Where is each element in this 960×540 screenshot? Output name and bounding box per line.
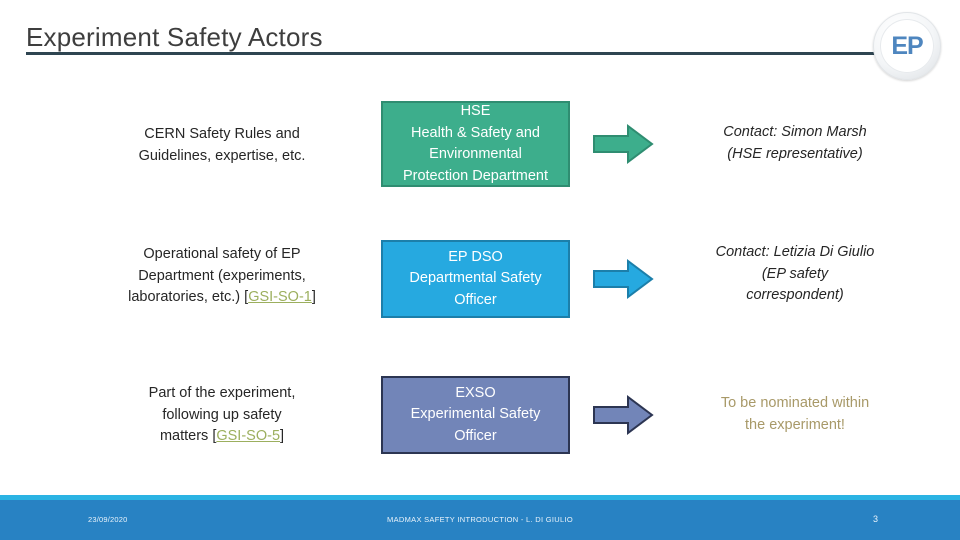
ep-logo: EP	[873, 12, 941, 80]
footer-page-number: 3	[872, 514, 878, 524]
desc-line-3-prefix: matters [	[159, 428, 217, 444]
row-description-ep-dso: Operational safety of EP Department (exp…	[86, 244, 358, 309]
contact-line-2: (EP safety	[761, 265, 829, 282]
contact-line-2: the experiment!	[745, 416, 845, 433]
desc-line-3-suffix: ]	[311, 289, 316, 305]
desc-line-3-prefix: laboratories, etc.) [	[128, 289, 249, 305]
actor-row-exso: Part of the experiment, following up saf…	[0, 376, 960, 454]
arrow-right-icon-hse	[592, 123, 654, 165]
contact-line-3: correspondent)	[746, 287, 844, 303]
box-line-4: Protection Department	[402, 167, 549, 184]
desc-line-2: Guidelines, expertise, etc.	[138, 147, 306, 164]
box-line-3: Officer	[454, 427, 497, 444]
document-link-gsi-so-5[interactable]: GSI-SO-5	[216, 428, 281, 444]
ep-logo-inner-circle: EP	[880, 19, 934, 73]
box-line-acronym: EP DSO	[448, 248, 503, 265]
actor-box-exso[interactable]: EXSO Experimental Safety Officer	[381, 376, 570, 454]
contact-line-1: Contact: Letizia Di Giulio	[715, 244, 875, 260]
row-description-exso: Part of the experiment, following up saf…	[86, 383, 358, 448]
footer-band	[0, 500, 960, 540]
desc-line-2: following up safety	[162, 406, 282, 423]
document-link-gsi-so-1[interactable]: GSI-SO-1	[248, 289, 312, 305]
box-line-2: Experimental Safety	[410, 406, 541, 423]
arrow-right-icon-ep-dso	[592, 258, 654, 300]
row-description-hse: CERN Safety Rules and Guidelines, expert…	[86, 124, 358, 167]
desc-line-1: CERN Safety Rules and	[144, 126, 300, 142]
actor-box-ep-dso[interactable]: EP DSO Departmental Safety Officer	[381, 240, 570, 318]
desc-line-1: Part of the experiment,	[148, 385, 296, 401]
box-line-acronym: EXSO	[455, 384, 496, 401]
ep-logo-text: EP	[891, 31, 923, 60]
contact-line-1: Contact: Simon Marsh	[723, 124, 867, 140]
footer-date: 23/09/2020	[88, 515, 128, 524]
page-title: Experiment Safety Actors	[26, 22, 323, 52]
actor-box-hse[interactable]: HSE Health & Safety and Environmental Pr…	[381, 101, 570, 187]
actor-row-hse: CERN Safety Rules and Guidelines, expert…	[0, 101, 960, 187]
box-line-3: Officer	[454, 291, 497, 308]
arrow-right-icon-exso	[592, 394, 654, 436]
footer-accent-strip	[0, 495, 960, 500]
box-line-acronym: HSE	[460, 103, 491, 119]
contact-line-2: (HSE representative)	[727, 145, 863, 162]
title-underline-rule	[26, 52, 879, 55]
contact-ep-dso: Contact: Letizia Di Giulio (EP safety co…	[662, 242, 928, 307]
contact-line-1: To be nominated within	[720, 395, 870, 411]
contact-exso-note: To be nominated within the experiment!	[662, 393, 928, 436]
box-line-3: Environmental	[429, 146, 522, 162]
actor-row-ep-dso: Operational safety of EP Department (exp…	[0, 240, 960, 318]
desc-line-1: Operational safety of EP	[143, 246, 301, 262]
footer-presentation-title: MADMAX SAFETY INTRODUCTION - L. DI GIULI…	[387, 515, 573, 524]
box-line-2: Health & Safety and	[411, 124, 540, 141]
contact-hse: Contact: Simon Marsh (HSE representative…	[662, 122, 928, 165]
desc-line-2: Department (experiments,	[138, 267, 306, 284]
box-line-2: Departmental Safety	[409, 270, 542, 287]
desc-line-3-suffix: ]	[280, 428, 285, 444]
title-block: Experiment Safety Actors	[26, 22, 886, 55]
